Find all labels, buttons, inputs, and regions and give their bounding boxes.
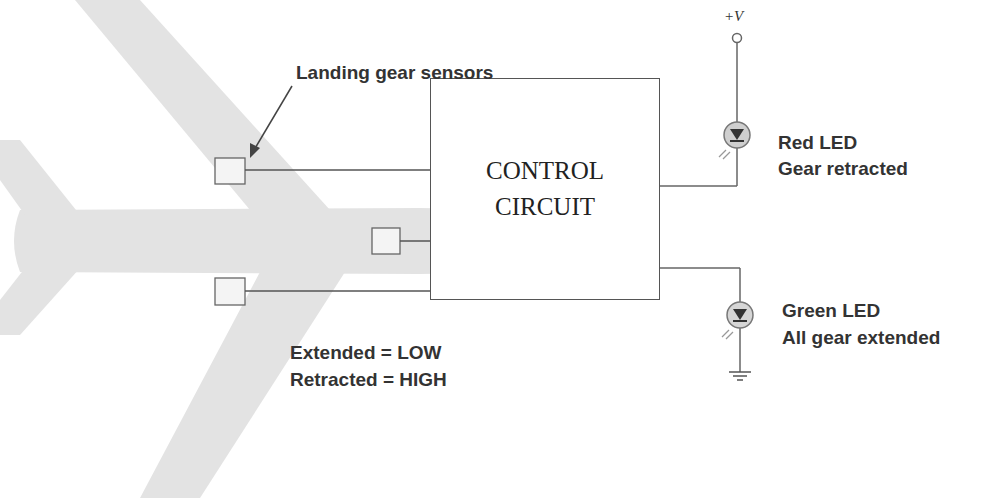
red-led-symbol: [719, 122, 750, 159]
sensor-wire: [245, 290, 430, 292]
wire: [739, 268, 741, 302]
wire: [660, 267, 740, 269]
green-led-symbol: [722, 302, 753, 339]
gear-sensor: [215, 158, 245, 184]
gear-sensor: [372, 228, 400, 254]
wire: [736, 43, 738, 122]
box-title: CONTROL CIRCUIT: [460, 153, 630, 226]
annotation-label: All gear extended: [782, 327, 940, 349]
annotation-label: Gear retracted: [778, 158, 908, 180]
wire: [660, 185, 737, 187]
ground-symbol: [729, 372, 751, 380]
annotation-label: Landing gear sensors: [296, 62, 493, 84]
wire: [736, 148, 738, 186]
wire: [739, 328, 741, 372]
annotation-label: Green LED: [782, 300, 880, 322]
control-box: CONTROL CIRCUIT: [430, 78, 660, 300]
sensor-wire: [245, 169, 430, 171]
annotation-label: Extended = LOW: [290, 342, 442, 364]
annotation-label: Retracted = HIGH: [290, 369, 447, 391]
supply-terminal: [733, 34, 742, 43]
sensor-wire: [400, 240, 430, 242]
gear-sensor: [215, 278, 245, 305]
leader-arrow: [250, 86, 292, 158]
annotation-label: +V: [724, 8, 743, 25]
annotation-label: Red LED: [778, 132, 857, 154]
